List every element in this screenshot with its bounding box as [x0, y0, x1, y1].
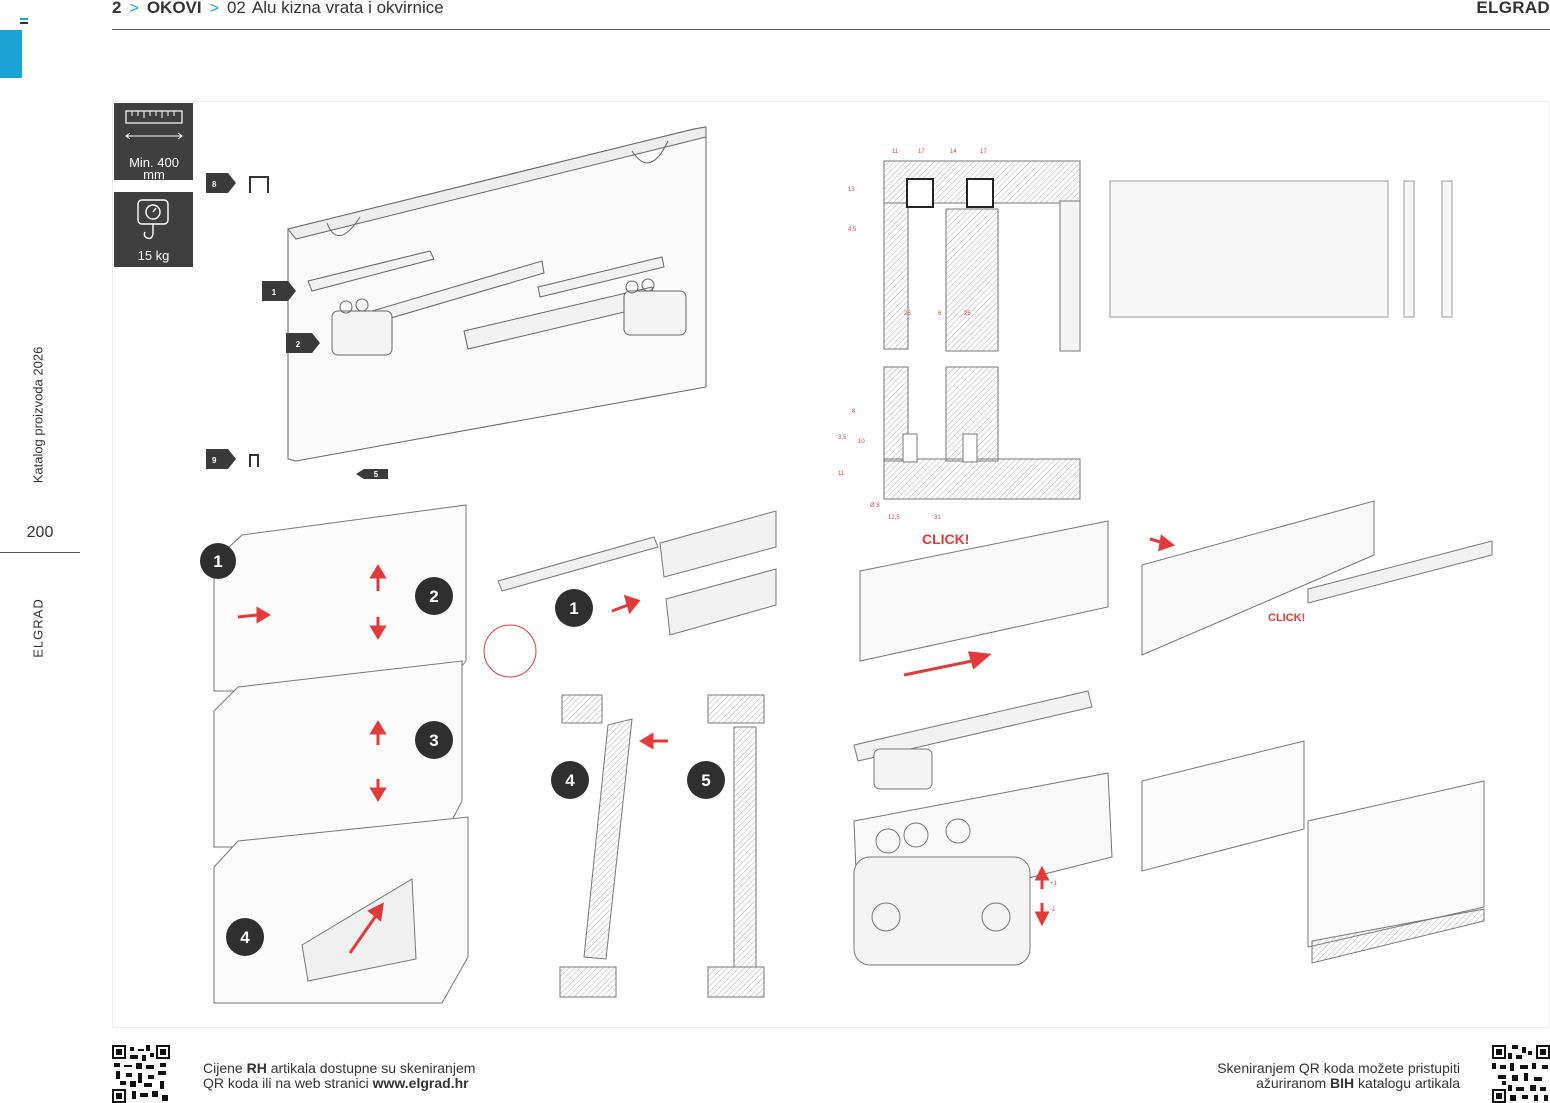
svg-text:1: 1	[213, 552, 222, 571]
svg-text:14: 14	[950, 149, 957, 155]
svg-text:17: 17	[980, 149, 987, 155]
svg-text:11: 11	[838, 471, 845, 477]
chevron-right-icon: >	[129, 0, 139, 17]
tab-marker-icon	[20, 18, 28, 24]
breadcrumb: 2 > OKOVI > 02 Alu kizna vrata i okvirni…	[112, 0, 444, 18]
svg-text:3: 3	[429, 731, 438, 750]
svg-text:Ø 8: Ø 8	[870, 503, 880, 509]
svg-text:2: 2	[296, 340, 301, 349]
svg-text:10: 10	[858, 439, 865, 445]
svg-text:4: 4	[565, 771, 575, 790]
svg-text:1: 1	[569, 599, 578, 618]
svg-text:6: 6	[938, 311, 942, 317]
svg-text:3,5: 3,5	[838, 435, 847, 441]
section-name[interactable]: Alu kizna vrata i okvirnice	[251, 0, 444, 17]
section-number: 02	[226, 0, 246, 17]
svg-text:1: 1	[272, 288, 277, 297]
svg-text:8: 8	[212, 180, 217, 189]
footer-prices-note: Cijene RH artikala dostupne su skeniranj…	[203, 1060, 476, 1091]
svg-text:31: 31	[934, 515, 941, 521]
svg-text:12,5: 12,5	[888, 515, 900, 521]
header-brand: ELGRAD	[1476, 0, 1550, 17]
svg-text:25: 25	[904, 311, 911, 317]
part-label-8: 8	[206, 173, 236, 193]
svg-text:5: 5	[701, 771, 710, 790]
svg-text:2: 2	[429, 587, 438, 606]
footer-catalog-note: Skeniranjem QR koda možete pristupiti až…	[1217, 1060, 1460, 1091]
min-width-badge: Min. 400 mm	[114, 103, 193, 182]
ruler-icon	[125, 110, 183, 140]
svg-text:13: 13	[848, 187, 855, 193]
catalog-title: Katalog proizvoda 2026	[30, 346, 46, 484]
chapter-name[interactable]: OKOVI	[146, 0, 202, 17]
qr-code-icon[interactable]	[112, 1045, 170, 1103]
svg-text:4,5: 4,5	[848, 227, 857, 233]
svg-text:4: 4	[240, 928, 250, 947]
svg-text:17: 17	[918, 149, 925, 155]
svg-text:9: 9	[212, 456, 217, 465]
max-weight-label: 15 kg	[137, 248, 170, 263]
sidebar-divider	[0, 552, 80, 553]
max-weight-badge: 15 kg	[114, 192, 193, 267]
svg-text:8: 8	[852, 409, 856, 415]
chevron-right-icon: >	[209, 0, 219, 17]
sidebar-brand: ELGRAD	[30, 598, 46, 658]
assembly-diagram: 8 1 2 9 5 11 17 14 17 13 4,5 25	[200, 126, 1493, 1004]
page-number: 200	[26, 524, 54, 541]
svg-text:11: 11	[892, 149, 899, 155]
chapter-color-tab	[0, 30, 22, 78]
min-width-label: Min. 400 mm	[129, 155, 179, 182]
svg-text:+1: +1	[1050, 881, 1058, 887]
svg-text:25: 25	[964, 311, 971, 317]
click-label: CLICK!	[1268, 612, 1305, 624]
click-label: CLICK!	[922, 531, 969, 547]
chapter-number: 2	[112, 0, 122, 17]
website-link[interactable]: www.elgrad.hr	[372, 1075, 469, 1091]
svg-text:-1: -1	[1050, 907, 1056, 913]
page-header: 2 > OKOVI > 02 Alu kizna vrata i okvirni…	[112, 0, 1550, 30]
qr-code-icon[interactable]	[1492, 1045, 1550, 1103]
weight-hook-icon	[137, 199, 169, 240]
svg-text:5: 5	[374, 470, 379, 479]
